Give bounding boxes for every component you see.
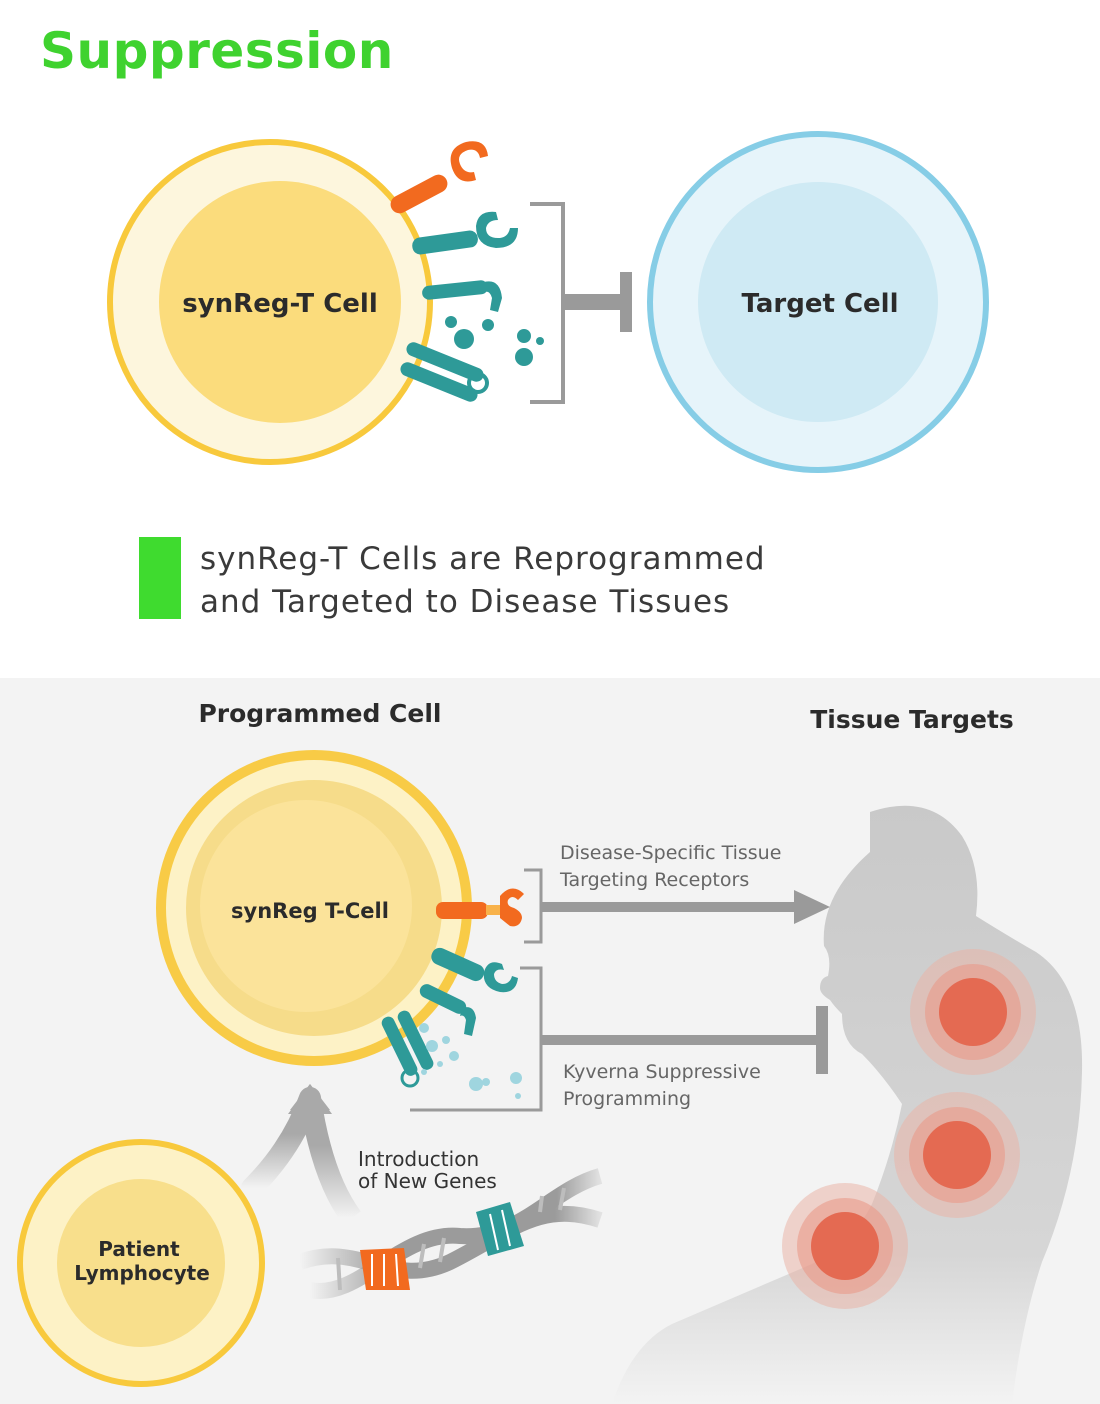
inflammation-site-chest (894, 1092, 1020, 1218)
target-cell-label: Target Cell (741, 289, 898, 319)
genes-label-line-2: of New Genes (358, 1169, 497, 1193)
lymphocyte-label-line-2: Lymphocyte (74, 1261, 210, 1285)
patient-lymphocyte: Patient Lymphocyte (17, 1139, 265, 1387)
suppressive-receptor-icon (381, 947, 518, 1088)
caption-accent-bar (139, 537, 181, 619)
receptors-label-line-2: Targeting Receptors (559, 869, 749, 891)
caption-line-1: synReg-T Cells are Reprogrammed (200, 541, 766, 577)
secreted-molecules (445, 316, 544, 366)
suppressive-label-line-1: Kyverna Suppressive (563, 1061, 761, 1083)
inflammation-site-arm (782, 1183, 908, 1309)
secreted-bubbles (419, 1023, 522, 1099)
teal-binder-icon (422, 280, 502, 312)
orange-receptor-icon (390, 141, 488, 214)
synreg-programmed-cell-label: synReg T-Cell (231, 899, 389, 923)
paired-receptor-icon (400, 342, 489, 402)
receptors-label-line-1: Disease-Specific Tissue (560, 842, 781, 864)
inhibition-symbol (530, 202, 632, 404)
teal-receptor-icon (412, 211, 518, 255)
targeting-arrow (524, 868, 830, 944)
synreg-t-cell: synReg-T Cell (107, 139, 433, 465)
suppression-inhibitor (410, 966, 828, 1112)
reprogramming-arrow (241, 1084, 361, 1225)
caption-line-2: and Targeted to Disease Tissues (200, 584, 731, 620)
dna-helix-icon (297, 1168, 603, 1299)
targeting-receptor-icon (436, 888, 524, 927)
inflammation-site-shoulder (910, 949, 1036, 1075)
programming-diagram: Programmed Cell Tissue Targets synReg T-… (17, 699, 1083, 1404)
synreg-programmed-cell: synReg T-Cell (156, 750, 472, 1066)
genes-label-line-1: Introduction (358, 1147, 479, 1171)
page-title: Suppression (40, 22, 394, 80)
suppression-diagram: synReg-T Cell Target Cell (107, 131, 989, 473)
caption: synReg-T Cells are Reprogrammed and Targ… (200, 538, 920, 624)
lymphocyte-label-line-1: Patient (98, 1237, 180, 1261)
suppressive-label-line-2: Programming (563, 1088, 691, 1110)
tissue-targets-heading: Tissue Targets (810, 705, 1014, 734)
programmed-cell-heading: Programmed Cell (198, 699, 441, 728)
synreg-t-cell-label: synReg-T Cell (182, 289, 378, 319)
target-cell: Target Cell (647, 131, 989, 473)
